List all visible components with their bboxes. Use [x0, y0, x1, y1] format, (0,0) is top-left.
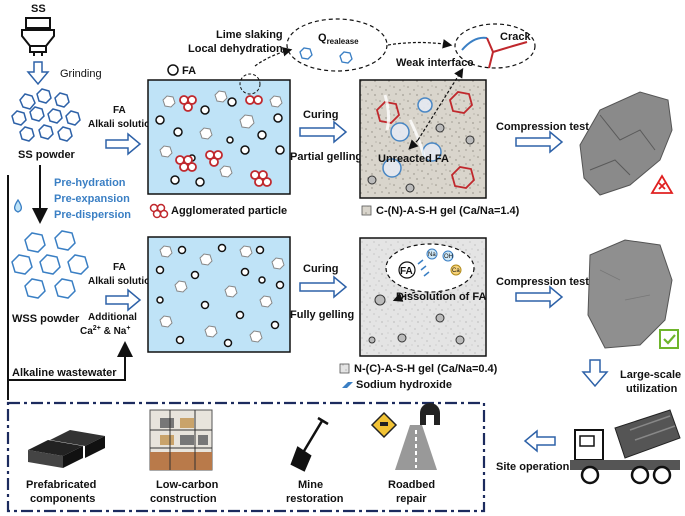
pre-dispersion-label: Pre-dispersion [54, 209, 131, 221]
dissolution-fa-particle [398, 261, 416, 279]
top-gel-particles [367, 91, 476, 193]
app-1-line1: Prefabricated [26, 479, 96, 491]
top-fa-label: FA [113, 105, 126, 116]
fully-gelling-label: Fully gelling [290, 309, 354, 321]
app-3-line2: restoration [286, 493, 344, 505]
app-1-line2: components [30, 493, 95, 505]
bottom-curing-arrow [299, 275, 348, 299]
wss-powder-cluster [11, 230, 89, 299]
pre-expansion-label: Pre-expansion [54, 193, 130, 205]
svg-text:Ca: Ca [452, 268, 460, 274]
bottom-fa-label: FA [113, 262, 126, 273]
top-arrow-1 [105, 132, 142, 156]
top-alkali-label: Alkali solution [88, 119, 156, 130]
agglomerated-legend-label: Agglomerated particle [171, 205, 287, 217]
app-4-line2: repair [396, 493, 427, 505]
dash-arrow-crack [387, 39, 453, 49]
dash-arrow-unreacted [408, 139, 419, 150]
ca-na-label: Ca2+ & Na+ [80, 325, 130, 337]
ss-powder-label: SS powder [18, 149, 76, 161]
heat-release-bubble [286, 18, 388, 72]
bubble-particle-2 [339, 51, 353, 64]
bottom-curing-label: Curing [303, 263, 338, 275]
crack-interface-blue [461, 36, 488, 51]
bottom-arrow-1 [105, 288, 142, 312]
top-panel-particles [155, 90, 285, 187]
wss-powder-label: WSS powder [12, 313, 80, 325]
bubble-fa-label: FA [400, 266, 413, 277]
dissolution-label: Dissolution of FA [396, 291, 486, 303]
app-4-line1: Roadbed [388, 479, 435, 491]
mixer-truck-icon [570, 409, 681, 485]
top-gel-legend-label: C-(N)-A-S-H gel (Ca/Na=1.4) [376, 205, 520, 217]
site-operation-label: Site operation [496, 461, 570, 473]
crack-label: Crack [500, 31, 531, 43]
bottom-gel-particles [368, 294, 465, 345]
naoh-legend-label: Sodium hydroxide [356, 379, 452, 391]
ion-oh-icon: OH [442, 250, 454, 262]
bottom-panel-particles [155, 243, 285, 348]
large-scale-label-1: Large-scale [620, 369, 681, 381]
ion-ca-icon: Ca [450, 264, 462, 276]
top-compression-label: Compression test [496, 121, 589, 133]
intact-sample-image [587, 239, 673, 349]
bottom-compression-arrow [515, 285, 564, 309]
hotspot-ring [239, 73, 261, 95]
building-construction-icon [149, 409, 213, 471]
broken-sample-image [579, 91, 673, 196]
pre-hydration-label: Pre-hydration [54, 177, 126, 189]
grinding-arrow [26, 61, 50, 86]
bottom-alkali-label: Alkali solution [88, 276, 156, 287]
bottom-compression-label: Compression test [496, 276, 589, 288]
pass-badge-icon [659, 329, 679, 349]
app-3-line1: Mine [298, 479, 323, 491]
ion-na-icon: Na [426, 248, 438, 260]
road-repair-icon [370, 403, 440, 470]
large-scale-label-2: utilization [626, 383, 678, 395]
fail-badge-icon [650, 174, 674, 194]
partial-gelling-label: Partial gelling [290, 151, 362, 163]
crack-bubble [454, 23, 536, 69]
app-2-line1: Low-carbon [156, 479, 219, 491]
fa-legend-icon [167, 64, 179, 76]
down-arrow [581, 359, 609, 388]
wastewater-line [8, 372, 126, 381]
q-release-label: Qrealease [318, 32, 359, 46]
additional-label: Additional [88, 312, 137, 323]
crack-line-red [486, 37, 528, 69]
svg-text:OH: OH [444, 254, 453, 260]
top-curing-arrow [299, 120, 348, 144]
bricks-icon [28, 430, 105, 468]
alkaline-wastewater-label: Alkaline wastewater [12, 367, 117, 379]
dash-arrow-weak [417, 67, 464, 141]
bubble-particle-1 [299, 47, 313, 60]
shovel-icon [290, 416, 329, 472]
weak-interface-label: Weak interface [396, 57, 473, 69]
bottom-gel-legend-label: N-(C)-A-S-H gel (Ca/Na=0.4) [354, 363, 498, 375]
dash-arrow-heat [254, 47, 293, 67]
top-compression-arrow [515, 130, 564, 154]
naoh-strokes [417, 259, 430, 277]
grinding-label: Grinding [60, 68, 102, 80]
bottom-gel-legend-swatch [339, 363, 350, 374]
grinder-icon [21, 17, 55, 56]
fa-legend-label: FA [182, 65, 196, 77]
agglomerated-legend-icon [149, 203, 169, 219]
bottom-mix-panel [147, 236, 291, 353]
svg-text:Na: Na [428, 252, 436, 258]
app-2-line2: construction [150, 493, 217, 505]
top-curing-label: Curing [303, 109, 338, 121]
naoh-legend-icon [342, 382, 353, 388]
ss-powder-cluster [11, 88, 81, 142]
lime-slaking-label: Lime slaking [216, 29, 283, 41]
ss-label: SS [31, 3, 46, 15]
top-gel-legend-swatch [361, 205, 372, 216]
dash-arrow-dissolution [392, 291, 416, 302]
local-dehydration-label: Local dehydration [188, 43, 283, 55]
unreacted-fa-label: Unreacted FA [378, 153, 449, 165]
water-drop-icon [13, 198, 23, 213]
site-operation-arrow [523, 429, 556, 453]
